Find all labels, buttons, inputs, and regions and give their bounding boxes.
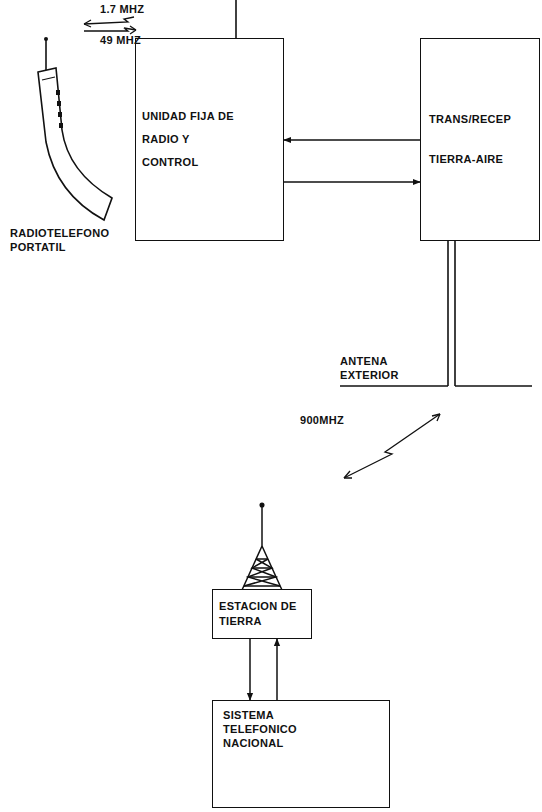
radio-link-900 <box>344 414 440 478</box>
device-label: RADIOTELEFONO PORTATIL <box>10 226 115 255</box>
ground-station-box: ESTACION DE TIERRA <box>212 589 312 639</box>
box-text: SISTEMA TELEFONICO NACIONAL <box>223 709 315 750</box>
tower-illustration <box>242 503 282 590</box>
box-text: TRANS/RECEP TIERRA-AIRE <box>429 100 529 179</box>
antenna-label: ANTENA EXTERIOR <box>340 354 440 383</box>
control-unit-box: UNIDAD FIJA DE RADIO Y CONTROL <box>135 38 284 241</box>
box-text: UNIDAD FIJA DE RADIO Y CONTROL <box>142 105 234 174</box>
signal-arrow <box>284 139 420 141</box>
frequency-label: 900MHZ <box>300 414 344 426</box>
transceiver-box: TRANS/RECEP TIERRA-AIRE <box>420 38 540 241</box>
signal-arrow <box>284 181 420 183</box>
frequency-label: 1.7 MHZ <box>100 3 144 15</box>
unit-antenna <box>235 0 237 38</box>
exterior-antenna <box>340 240 532 386</box>
signal-arrow <box>249 639 251 700</box>
frequency-label: 49 MHZ <box>100 34 141 46</box>
telephone-system-box: SISTEMA TELEFONICO NACIONAL <box>212 700 390 808</box>
box-text: ESTACION DE TIERRA <box>219 599 305 630</box>
radio-link-arrows <box>84 17 136 34</box>
handset-illustration <box>38 37 112 220</box>
signal-arrow <box>276 639 278 700</box>
